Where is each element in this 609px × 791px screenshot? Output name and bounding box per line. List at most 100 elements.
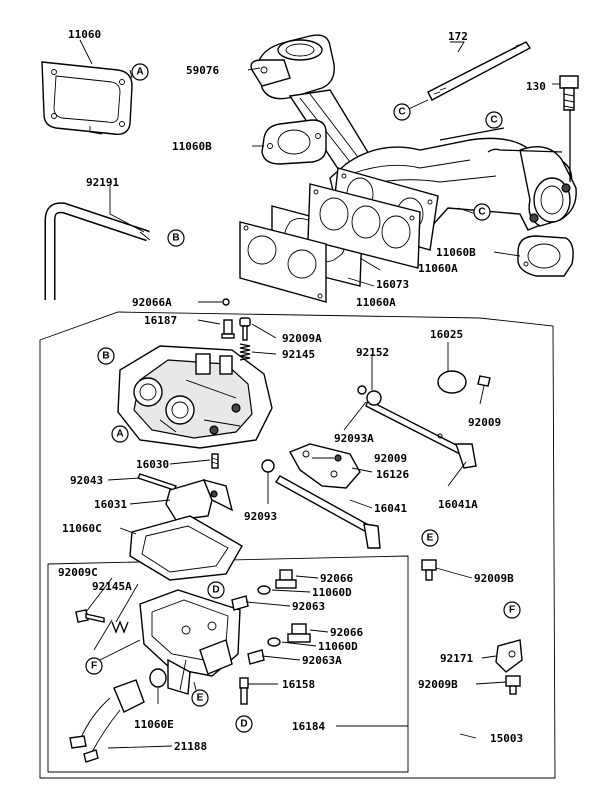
screw-16187 — [221, 319, 235, 339]
jet-92063A — [247, 649, 265, 665]
svg-text:B: B — [102, 351, 109, 362]
callout-f-bracket: F — [503, 601, 521, 619]
svg-text:A: A — [136, 67, 143, 78]
label-16187: 16187 — [144, 314, 177, 327]
gasket-11060 — [41, 61, 133, 135]
label-92191: 92191 — [86, 176, 119, 189]
screw-92009-mid — [334, 454, 342, 462]
label-16030: 16030 — [136, 458, 169, 471]
label-59076: 59076 — [186, 64, 219, 77]
callout-c-manifold: C — [473, 203, 491, 221]
svg-text:E: E — [427, 533, 434, 544]
callout-c-bracket: C — [485, 111, 503, 129]
callout-d-bowl: D — [207, 581, 225, 599]
label-172: 172 — [448, 30, 468, 43]
gasket-11060D-top — [257, 585, 271, 595]
callout-c-stud: C — [393, 103, 411, 121]
svg-text:A: A — [116, 429, 123, 440]
callout-f-bowl: F — [85, 657, 103, 675]
callout-a-top: A — [131, 63, 149, 81]
hose-92191 — [44, 202, 151, 300]
label-92066-top: 92066 — [320, 572, 353, 585]
label-92152: 92152 — [356, 346, 389, 359]
shaft-16041 — [274, 475, 381, 549]
pin-92043 — [137, 473, 177, 491]
bolt-16158 — [239, 677, 249, 705]
label-16031: 16031 — [94, 498, 127, 511]
label-92043: 92043 — [70, 474, 103, 487]
label-15003: 15003 — [490, 732, 523, 745]
gasket-11060B-top — [261, 119, 327, 165]
label-92009A: 92009A — [282, 332, 322, 345]
gasket-11060E — [149, 668, 167, 688]
label-11060: 11060 — [68, 28, 101, 41]
label-92093A: 92093A — [334, 432, 374, 445]
svg-text:C: C — [398, 107, 405, 118]
callout-b-hose: B — [167, 229, 185, 247]
label-92093: 92093 — [244, 510, 277, 523]
svg-text:F: F — [509, 605, 515, 616]
label-11060D-low: 11060D — [318, 640, 358, 653]
gasket-11060B-right — [517, 235, 574, 277]
label-92009-right: 92009 — [468, 416, 501, 429]
assembly-outline-15003 — [39, 311, 556, 779]
throttle-valve-16025 — [437, 370, 467, 394]
leader-lines — [79, 39, 560, 749]
callout-e-bowl: E — [191, 689, 209, 707]
label-92063: 92063 — [292, 600, 325, 613]
svg-text:B: B — [172, 233, 179, 244]
manifold-bracket — [487, 110, 571, 182]
svg-text:D: D — [212, 585, 219, 596]
bracket-92171 — [495, 639, 523, 673]
label-16126: 16126 — [376, 468, 409, 481]
gasket-11060C — [129, 515, 243, 581]
float-16031 — [165, 478, 234, 521]
label-16073: 16073 — [376, 278, 409, 291]
label-92171: 92171 — [440, 652, 473, 665]
label-92145A: 92145A — [92, 580, 132, 593]
callout-d-bolt: D — [235, 715, 253, 733]
label-92145: 92145 — [282, 348, 315, 361]
svg-text:E: E — [197, 693, 204, 704]
spring-92145 — [239, 343, 251, 361]
label-130: 130 — [526, 80, 546, 93]
label-16041A: 16041A — [438, 498, 478, 511]
solenoid-21188 — [69, 679, 145, 763]
label-92009B-top: 92009B — [474, 572, 514, 585]
stud-172 — [427, 41, 532, 101]
leader-c-right — [439, 127, 505, 141]
screw-92009A — [239, 317, 251, 341]
jet-92063 — [231, 595, 249, 611]
lever-16126 — [289, 443, 361, 489]
plug-92066-top — [275, 569, 297, 589]
callout-e-screw: E — [421, 529, 439, 547]
label-11060C: 11060C — [62, 522, 102, 535]
label-21188: 21188 — [174, 740, 207, 753]
svg-text:C: C — [490, 115, 497, 126]
shaft-16041A — [365, 399, 477, 469]
gasket-11060D-low — [267, 637, 281, 647]
svg-text:C: C — [478, 207, 485, 218]
label-16041: 16041 — [374, 502, 407, 515]
label-92009C: 92009C — [58, 566, 98, 579]
washer-92093A — [366, 390, 382, 406]
label-16025: 16025 — [430, 328, 463, 341]
label-16184: 16184 — [292, 720, 325, 733]
screw-92009B-top — [421, 559, 437, 581]
label-92063A: 92063A — [302, 654, 342, 667]
label-11060A-low: 11060A — [356, 296, 396, 309]
screw-92009B-low — [505, 675, 521, 695]
assembly-outline-16184 — [47, 555, 409, 773]
washer-92093 — [261, 459, 275, 473]
bolt-130 — [559, 75, 579, 111]
washer-92066A — [222, 298, 230, 306]
callout-a-body: A — [111, 425, 129, 443]
label-92009B-low: 92009B — [418, 678, 458, 691]
label-16158: 16158 — [282, 678, 315, 691]
screw-92009C — [75, 609, 105, 623]
carburetor-body — [117, 345, 273, 449]
screw-92009-right — [477, 375, 491, 387]
label-11060B-top: 11060B — [172, 140, 212, 153]
